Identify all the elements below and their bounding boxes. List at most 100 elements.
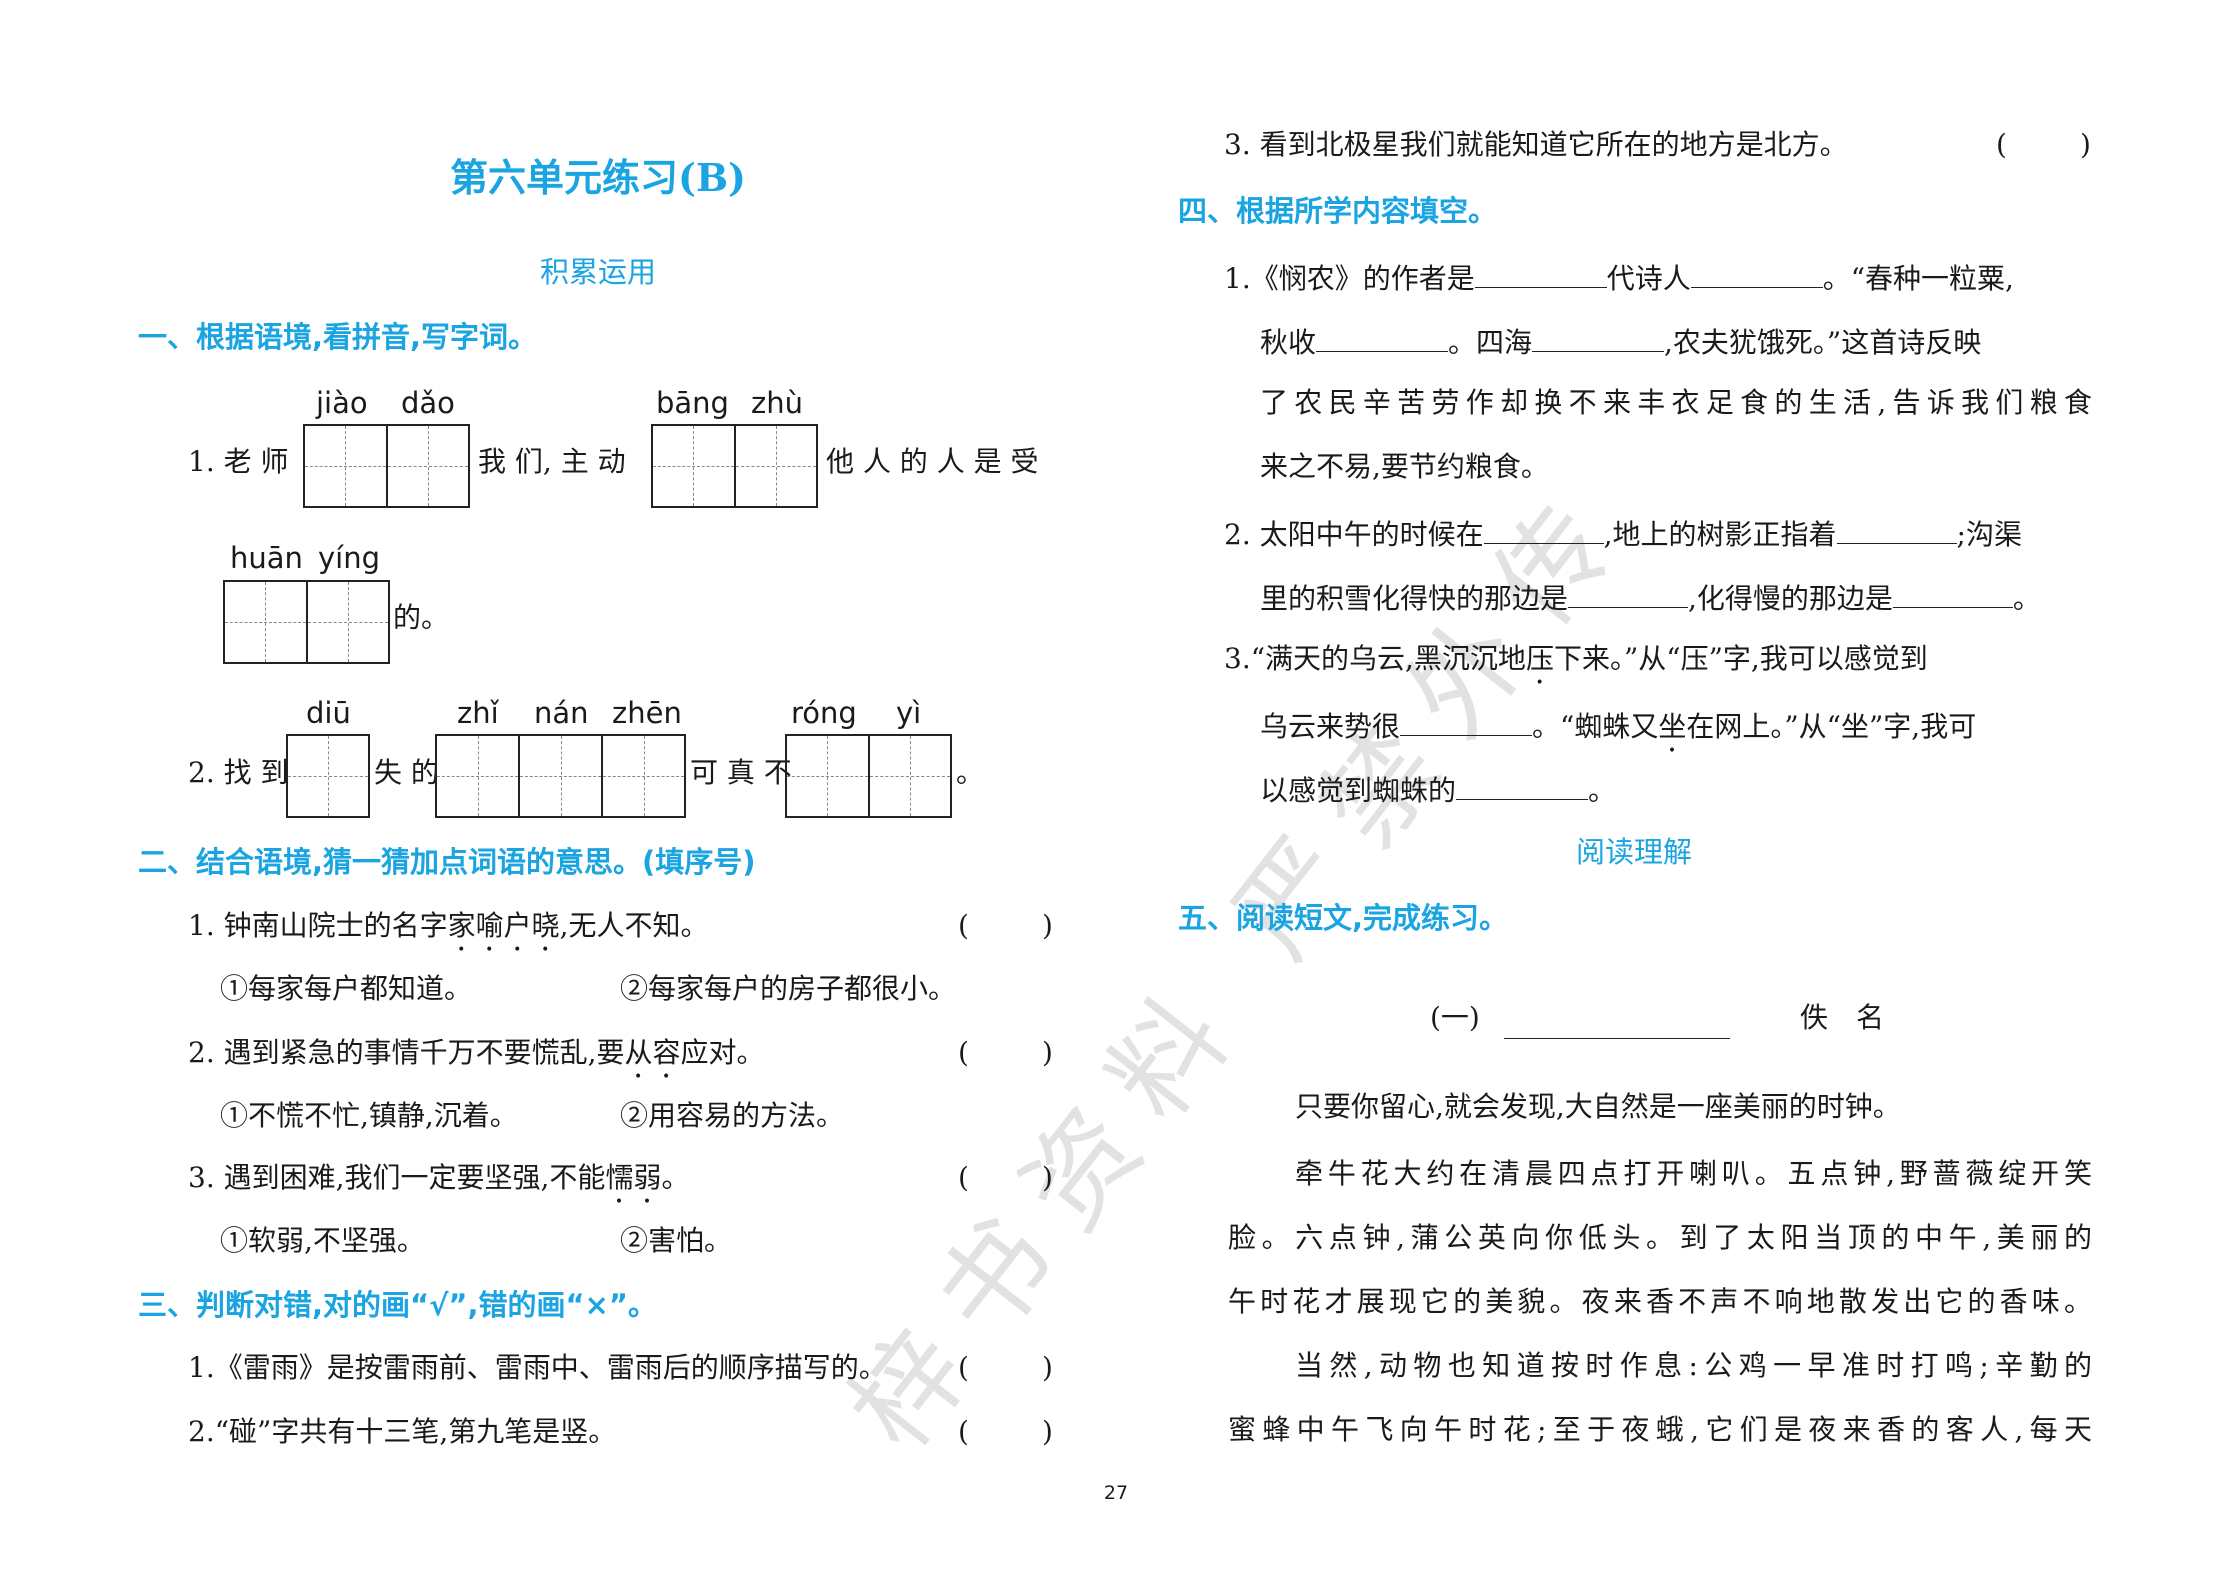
q4-line: 3.“满天的乌云,黑沉沉地压下来。”从“压”字,我可以感觉到	[1224, 641, 1928, 691]
writing-box[interactable]	[435, 734, 686, 818]
writing-box[interactable]	[223, 580, 390, 664]
text: 里的积雪化得快的那边是	[1260, 582, 1569, 615]
passage-line: 午时花才展现它的美貌。夜来香不声不响地散发出它的香味。	[1228, 1285, 2092, 1318]
text: 1.《悯农》的作者是	[1224, 262, 1475, 295]
pinyin: diū	[306, 696, 351, 730]
pinyin: zhù	[751, 386, 803, 420]
dotted-word: 懦弱	[605, 1161, 662, 1194]
pinyin: yíng	[318, 541, 381, 575]
answer-paren-close: )	[1042, 1036, 1053, 1069]
q1-item2-text: 失 的	[374, 756, 439, 789]
fill-blank[interactable]	[1836, 513, 1957, 544]
text: 。四海	[1448, 326, 1533, 359]
q2-item-text: 3. 遇到困难,我们一定要坚强,不能	[188, 1161, 606, 1194]
text: ,化得慢的那边是	[1688, 582, 1893, 615]
dotted-word: 压	[1525, 642, 1554, 675]
q2-item-text: 。	[661, 1161, 690, 1194]
q2-option: ②害怕。	[620, 1224, 733, 1257]
pinyin: bāng	[656, 386, 729, 420]
passage-line: 只要你留心,就会发现,大自然是一座美丽的时钟。	[1295, 1090, 1901, 1123]
q3-item: 2.“碰”字共有十三笔,第九笔是竖。	[188, 1415, 617, 1448]
q2-item-2: 2. 遇到紧急的事情千万不要慌乱,要从容应对。	[188, 1035, 765, 1085]
answer-paren-open: (	[1996, 128, 2007, 161]
text: ,地上的树影正指着	[1603, 518, 1837, 551]
fill-blank[interactable]	[1474, 257, 1607, 288]
writing-box[interactable]	[785, 734, 952, 818]
text: 2. 太阳中午的时候在	[1224, 518, 1484, 551]
fill-blank[interactable]	[1532, 321, 1665, 352]
q5-heading: 五、阅读短文,完成练习。	[1178, 901, 1509, 935]
q4-line: 1.《悯农》的作者是代诗人。“春种一粒粟,	[1224, 257, 2014, 297]
fill-blank[interactable]	[1483, 513, 1604, 544]
text: 以感觉到蜘蛛的	[1260, 774, 1457, 807]
passage-line: 蜜蜂中午飞向午时花;至于夜蛾,它们是夜来香的客人,每天	[1228, 1413, 2092, 1446]
q3-item: 1.《雷雨》是按雷雨前、雷雨中、雷雨后的顺序描写的。	[188, 1351, 887, 1384]
q4-line: 乌云来势很。“蜘蛛又坐在网上。”从“坐”字,我可	[1260, 705, 1976, 759]
text: 代诗人	[1606, 262, 1691, 295]
passage-number: (一)	[1430, 1001, 1480, 1034]
q1-item1-text: 1. 老 师	[188, 445, 289, 478]
q2-item-text: ,无人不知。	[559, 909, 709, 942]
passage-line: 当然,动物也知道按时作息:公鸡一早准时打鸣;辛勤的	[1295, 1349, 2092, 1382]
answer-paren-open: (	[958, 1161, 969, 1194]
answer-paren-open: (	[958, 909, 969, 942]
text: 。“蜘蛛又	[1532, 710, 1659, 743]
dotted-word: 坐	[1658, 710, 1687, 743]
q4-heading: 四、根据所学内容填空。	[1178, 194, 1498, 228]
section-title-accumulate: 积累运用	[539, 255, 657, 289]
q1-item1-text: 他 人 的 人 是 受	[826, 445, 1039, 478]
page-title: 第六单元练习(B)	[449, 155, 747, 200]
answer-paren-close: )	[1042, 909, 1053, 942]
dotted-word: 家喻户晓	[447, 909, 560, 942]
q2-item-text: 1. 钟南山院士的名字	[188, 909, 448, 942]
dotted-word: 从容	[624, 1036, 681, 1069]
q4-line: 了农民辛苦劳作却换不来丰衣足食的生活,告诉我们粮食	[1260, 386, 2092, 419]
pinyin: dǎo	[401, 386, 455, 420]
q4-line: 秋收 。四海 ,农夫犹饿死。”这首诗反映	[1260, 321, 1981, 361]
answer-paren-open: (	[958, 1036, 969, 1069]
q1-item1-text: 的。	[393, 601, 450, 634]
pinyin: zhēn	[612, 696, 682, 730]
pinyin: nán	[534, 696, 589, 730]
fill-blank[interactable]	[1690, 257, 1823, 288]
q2-option: ①软弱,不坚强。	[220, 1224, 425, 1257]
text: 秋收	[1260, 326, 1317, 359]
writing-box[interactable]	[286, 734, 370, 818]
fill-blank[interactable]	[1456, 769, 1589, 800]
answer-paren-close: )	[1042, 1415, 1053, 1448]
passage-title-blank[interactable]	[1504, 1002, 1730, 1039]
pinyin: róng	[791, 696, 857, 730]
q2-option: ①不慌不忙,镇静,沉着。	[220, 1099, 518, 1132]
text: 乌云来势很	[1260, 710, 1401, 743]
q2-option: ②用容易的方法。	[620, 1099, 845, 1132]
fill-blank[interactable]	[1892, 577, 2013, 608]
fill-blank[interactable]	[1316, 321, 1449, 352]
section-title-reading: 阅读理解	[1575, 835, 1693, 869]
fill-blank[interactable]	[1400, 705, 1533, 736]
text: ,农夫犹饿死。”这首诗反映	[1664, 326, 1982, 359]
q1-item1-text: 我 们, 主 动	[478, 445, 626, 478]
answer-paren-open: (	[958, 1415, 969, 1448]
q4-line: 2. 太阳中午的时候在,地上的树影正指着;沟渠	[1224, 513, 2022, 553]
q2-item-text: 2. 遇到紧急的事情千万不要慌乱,要	[188, 1036, 625, 1069]
passage-line: 脸。六点钟,蒲公英向你低头。到了太阳当顶的中午,美丽的	[1228, 1221, 2092, 1254]
q2-item-1: 1. 钟南山院士的名字家喻户晓,无人不知。	[188, 908, 709, 958]
answer-paren-close: )	[1042, 1161, 1053, 1194]
q1-heading: 一、根据语境,看拼音,写字词。	[138, 320, 538, 354]
pinyin: jiào	[316, 386, 368, 420]
answer-paren-close: )	[2080, 128, 2091, 161]
q1-item2-text: 可 真 不	[690, 756, 792, 789]
writing-box[interactable]	[303, 424, 470, 508]
page-number: 27	[1103, 1482, 1129, 1504]
answer-paren-open: (	[958, 1351, 969, 1384]
q2-item-3: 3. 遇到困难,我们一定要坚强,不能懦弱。	[188, 1160, 689, 1210]
fill-blank[interactable]	[1568, 577, 1689, 608]
text: 3.“满天的乌云,黑沉沉地	[1224, 642, 1526, 675]
q1-item2-text: 2. 找 到	[188, 756, 289, 789]
writing-box[interactable]	[651, 424, 818, 508]
answer-paren-close: )	[1042, 1351, 1053, 1384]
text: 下来。”从“压”字,我可以感觉到	[1553, 642, 1928, 675]
text: 。	[2012, 582, 2041, 615]
passage-author: 佚 名	[1800, 1001, 1885, 1034]
q2-option: ②每家每户的房子都很小。	[620, 972, 957, 1005]
